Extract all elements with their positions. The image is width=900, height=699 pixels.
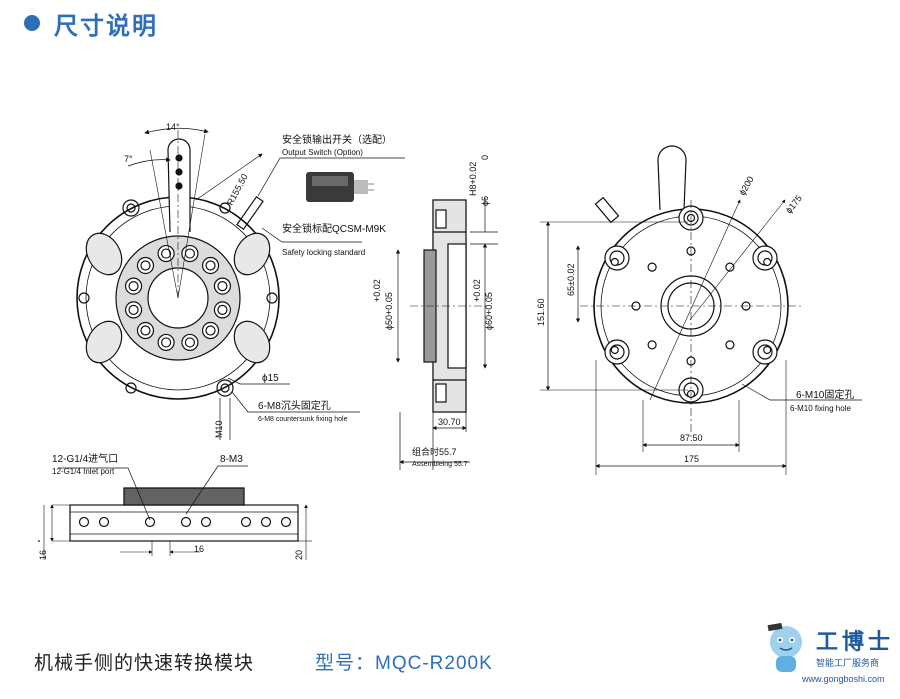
angle-14-label: 14°: [166, 122, 180, 132]
dia50-tol-label: +0.02: [372, 279, 382, 302]
angle-7-label: 7°: [124, 154, 133, 164]
standard-cn-label: 安全锁标配QCSM-M9K: [282, 222, 386, 235]
logo-brand: 工博士: [816, 629, 895, 654]
side-section-view: [395, 198, 498, 470]
d65-label: 65±0.02: [566, 264, 576, 296]
connector-image: [306, 172, 374, 202]
pin-hole: [647, 340, 657, 350]
m10-hole: [763, 345, 772, 355]
front-view: [76, 127, 405, 440]
pin-hole: [725, 262, 735, 272]
switch-en-label: Output Switch (Option): [282, 148, 363, 157]
inlet-port-inner: [160, 248, 172, 259]
company-logo: 工博士 智能工厂服务商 www.gongboshi.com: [762, 616, 894, 696]
dia175-label: ϕ175: [784, 193, 804, 215]
inlet-port-inner: [160, 337, 172, 348]
mascot-icon: [767, 622, 802, 672]
assembly-en-label: Assembleing 55.7: [412, 461, 468, 468]
logo-subtitle: 智能工厂服务商: [816, 658, 880, 668]
inlet-port-inner: [140, 325, 151, 336]
w3070-label: 30.70: [438, 417, 461, 427]
dia50-label: ϕ50+0.05: [384, 292, 394, 330]
standard-en-label: Safety locking standard: [282, 248, 365, 257]
side-port: [200, 516, 212, 528]
bottom-side-view: [38, 465, 312, 560]
g14-en-label: 12-G1/4 Inlet port: [52, 467, 115, 476]
h8-zero-label: 0: [480, 155, 490, 160]
inlet-port-inner: [205, 260, 216, 271]
dia15-label: ϕ15: [262, 373, 279, 384]
pin-hole: [647, 262, 657, 272]
m8-en-label: 6-M8 countersunk fixing hole: [258, 416, 348, 423]
m10-hole: [763, 257, 772, 267]
bullet-dot-icon: [24, 15, 40, 31]
rear-view: [540, 145, 862, 475]
inlet-port-inner: [128, 304, 139, 316]
inlet-port-inner: [184, 248, 196, 259]
dia6-label: ϕ6: [480, 196, 490, 206]
inlet-port-inner: [184, 337, 196, 348]
inlet-port-inner: [217, 280, 228, 292]
side-port: [78, 516, 90, 528]
side-port: [240, 516, 252, 528]
m10-cn-label: 6-M10固定孔: [796, 388, 854, 401]
dimension-labels: 14° 7° R155.50 安全锁输出开关（选配） Output Switch…: [38, 122, 854, 560]
section-title: 尺寸说明: [54, 12, 158, 40]
m10-hole: [610, 257, 619, 267]
side-port: [280, 516, 292, 528]
inlet-port-inner: [205, 325, 216, 336]
m10-hole: [610, 345, 619, 355]
d15160-label: 151.60: [536, 298, 546, 326]
inlet-port-inner: [217, 304, 228, 316]
side-port: [98, 516, 110, 528]
product-name: 机械手侧的快速转换模块: [34, 653, 255, 674]
h8-label: H8+0.02: [468, 162, 478, 196]
m3-label: 8-M3: [220, 454, 243, 465]
side-port: [180, 516, 192, 528]
d16-bottom-label: 16: [194, 544, 204, 554]
dia200-label: ϕ200: [737, 175, 756, 197]
m8-cn-label: 6-M8沉头固定孔: [258, 399, 331, 412]
d16-left-label: 16: [38, 550, 48, 560]
m10-en-label: 6-M10 fixing hole: [790, 404, 851, 413]
switch-cn-label: 安全锁输出开关（选配）: [282, 133, 392, 146]
side-port: [260, 516, 272, 528]
d20-label: 20: [294, 550, 304, 560]
m10-side-label: M10: [214, 420, 224, 438]
product-model: 型号：MQC-R200K: [315, 653, 493, 674]
side-port: [144, 516, 156, 528]
inlet-port-inner: [140, 260, 151, 271]
d175-label: 175: [684, 454, 699, 464]
pin-hole: [725, 340, 735, 350]
section-header: 尺寸说明: [24, 6, 158, 40]
inlet-port-inner: [128, 280, 139, 292]
dia60-label: ϕ60+0.05: [484, 292, 494, 330]
d8750-label: 87.50: [680, 433, 703, 443]
g14-cn-label: 12-G1/4进气口: [52, 452, 118, 465]
assembly-cn-label: 组合时55.7: [412, 446, 457, 457]
logo-url: www.gongboshi.com: [802, 674, 885, 684]
dia60-tol-label: +0.02: [472, 279, 482, 302]
